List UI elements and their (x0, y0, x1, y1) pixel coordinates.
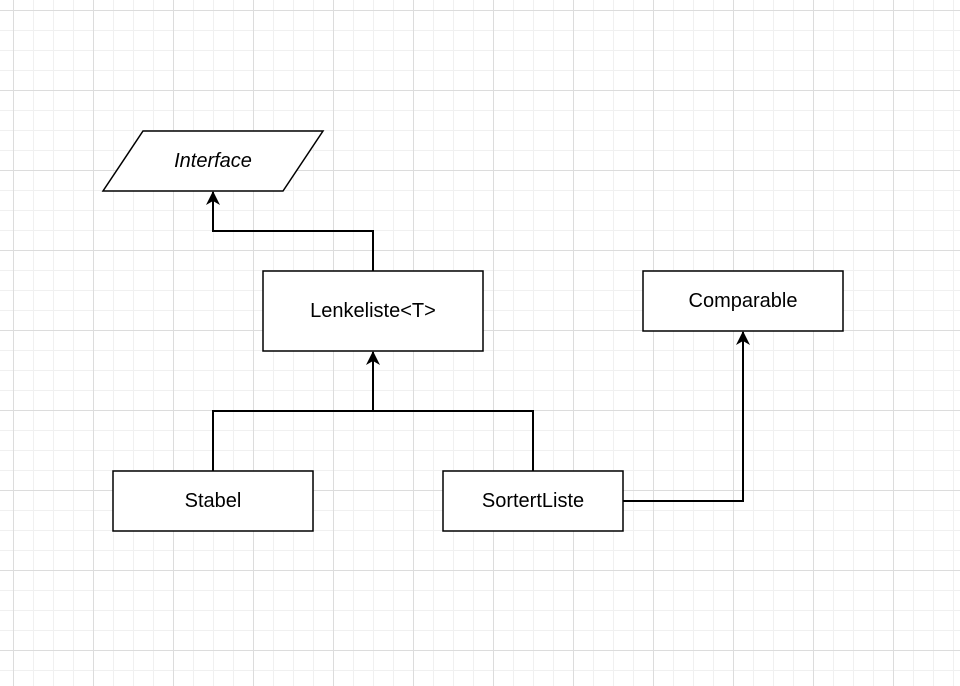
comparable-box (642, 270, 844, 332)
edge-sortertliste-to-comparable (623, 331, 750, 502)
sortertliste-node[interactable]: SortertListe (442, 470, 624, 532)
comparable-label: Comparable (689, 290, 798, 312)
interface-shape (101, 130, 325, 192)
comparable-node[interactable]: Comparable (642, 270, 844, 332)
interface-label: Interface (174, 150, 252, 172)
stabel-box (112, 470, 314, 532)
sortertliste-label: SortertListe (482, 490, 584, 512)
edge-sortertliste-to-lenkeliste (373, 410, 534, 471)
stabel-node[interactable]: Stabel (112, 470, 314, 532)
stabel-label: Stabel (185, 490, 242, 512)
lenkeliste-node[interactable]: Lenkeliste<T> (262, 270, 484, 352)
lenkeliste-label: Lenkeliste<T> (310, 300, 436, 322)
edge-stabel-to-lenkeliste (212, 351, 380, 471)
lenkeliste-box (262, 270, 484, 352)
edge-lenkeliste-to-interface (206, 191, 374, 271)
sortertliste-box (442, 470, 624, 532)
interface-node[interactable]: Interface (101, 130, 325, 192)
